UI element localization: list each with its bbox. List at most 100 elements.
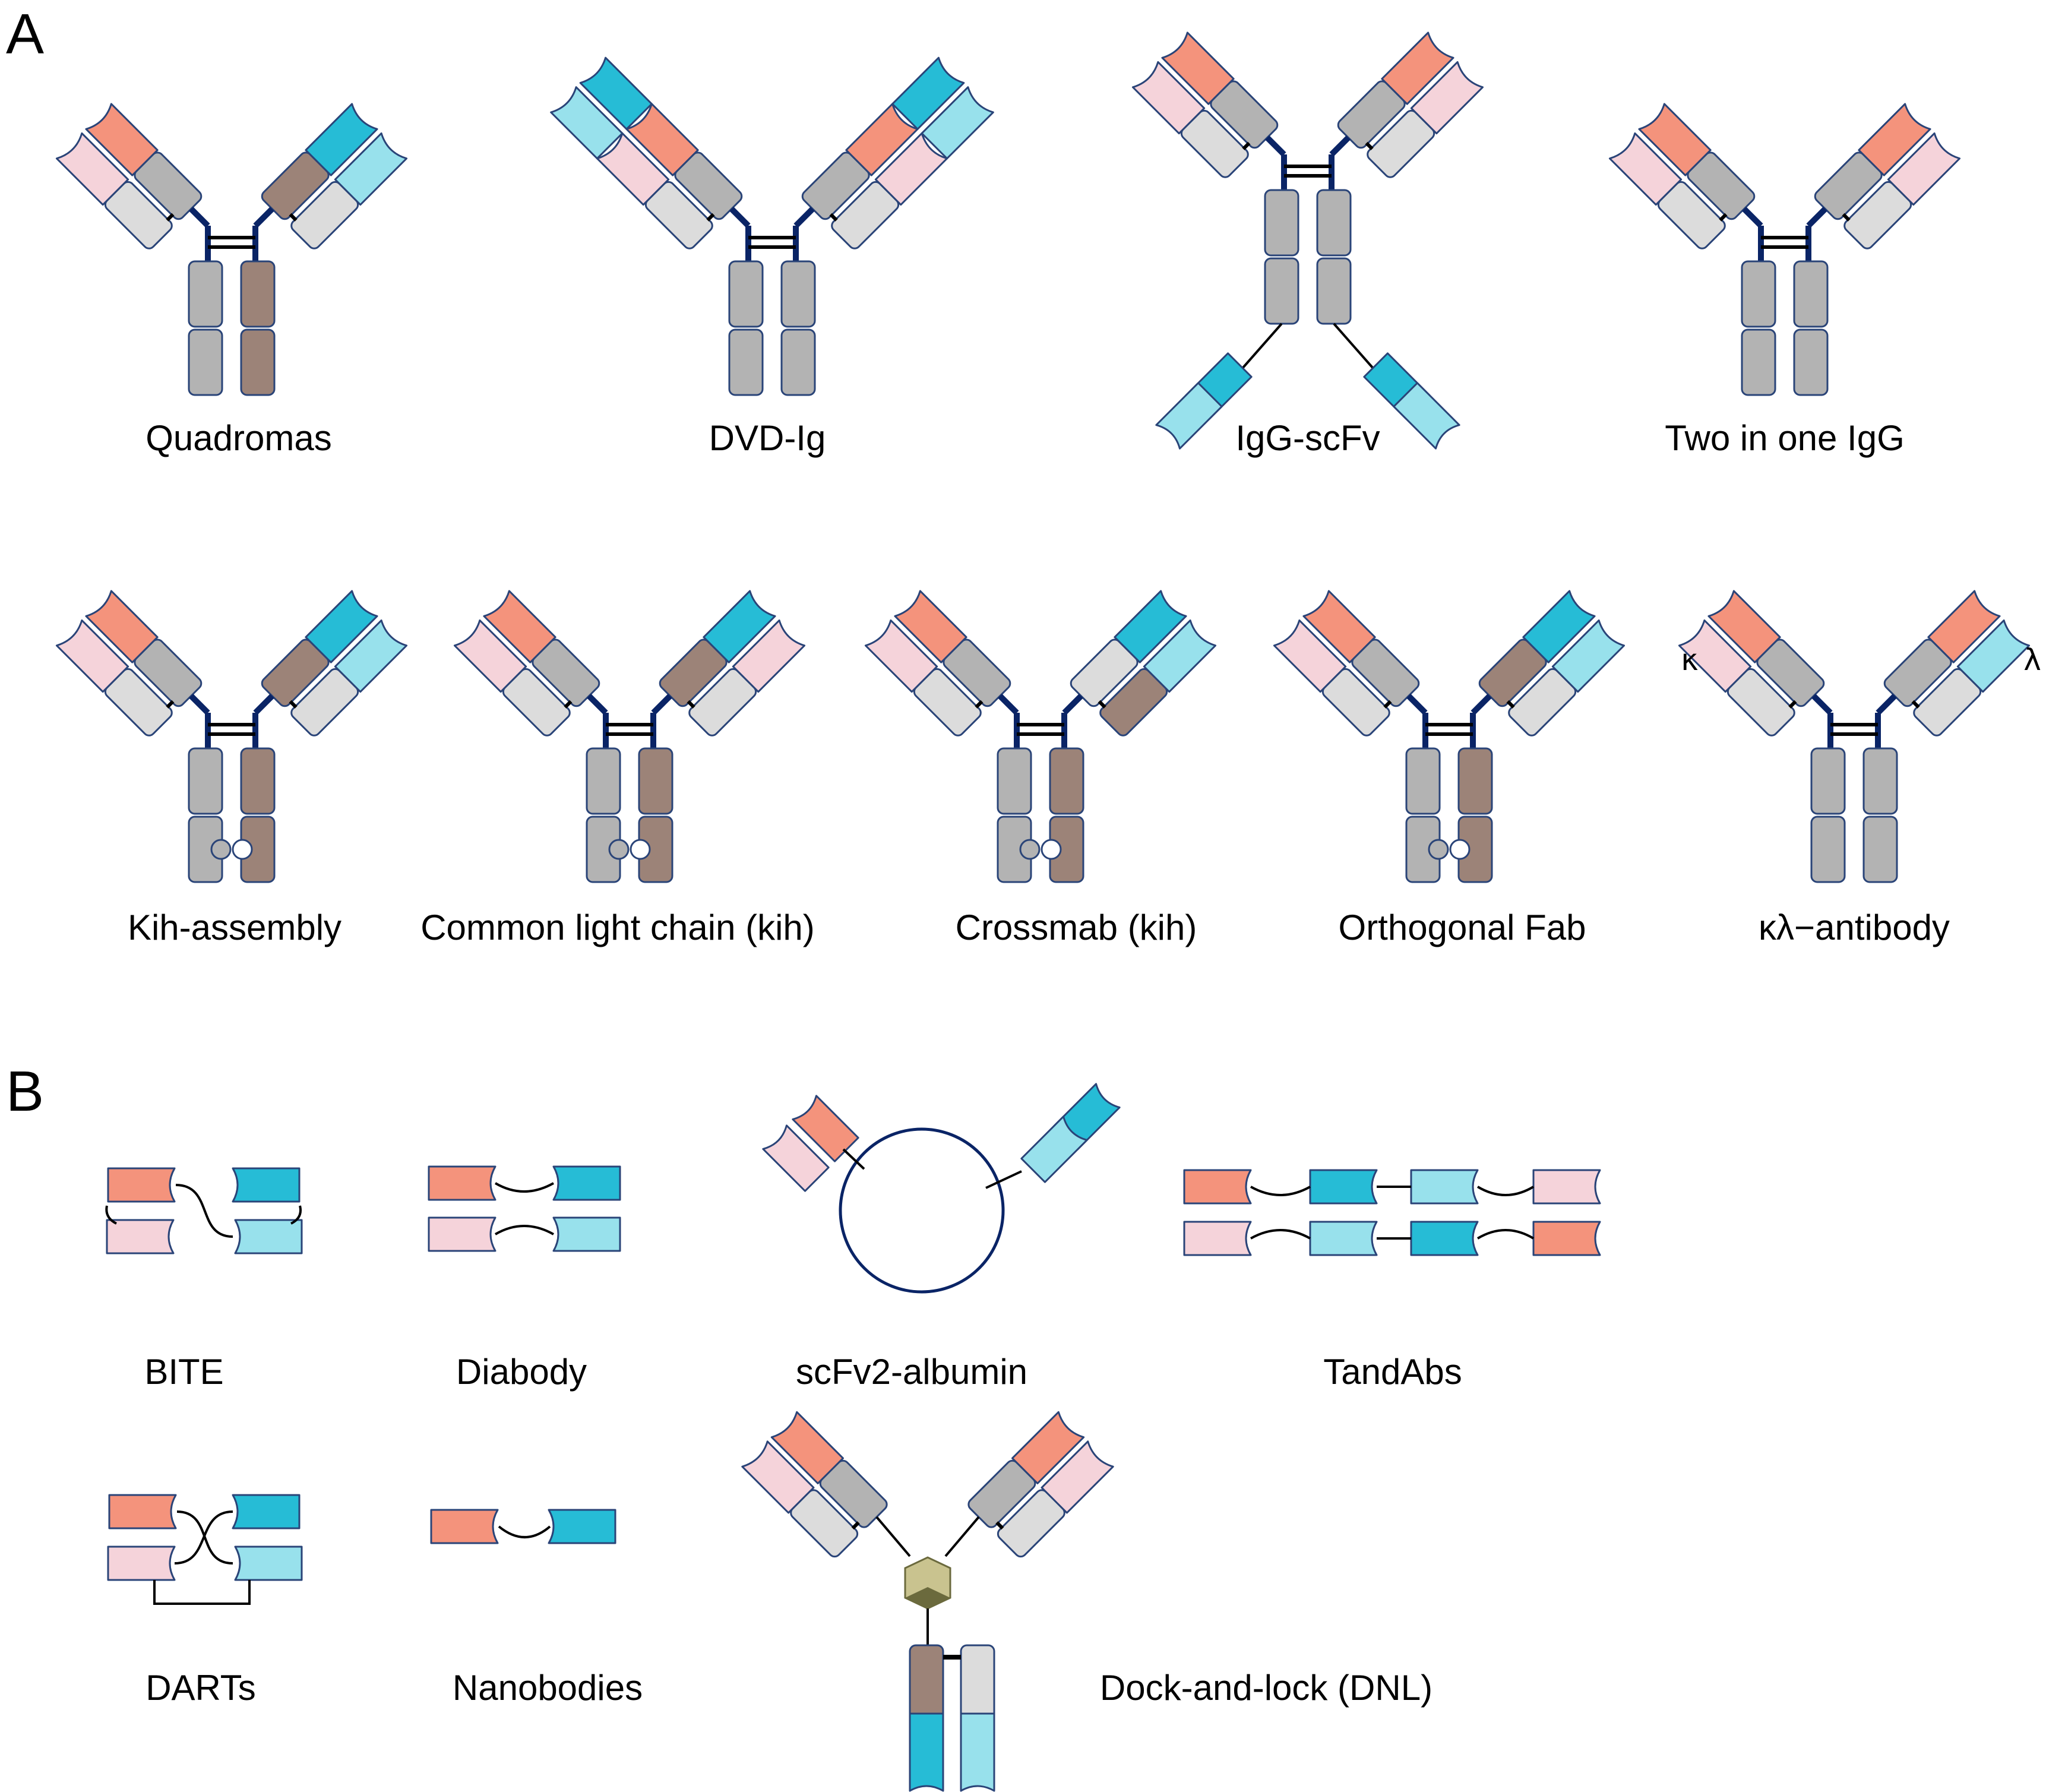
vl-domain: [234, 1219, 303, 1254]
panel-label-b: B: [6, 1060, 44, 1123]
vl-domain: [1678, 619, 1752, 693]
vh-domain: [305, 103, 378, 176]
interchain-bond: [851, 1521, 860, 1530]
darts-diagram: [107, 1494, 303, 1605]
nanobodies-diagram: [430, 1509, 616, 1544]
ch2-domain: [780, 260, 816, 328]
tandab-domain: [1309, 1169, 1378, 1205]
vh-domain: [85, 590, 159, 663]
ch2-domain: [1862, 747, 1898, 815]
ch2-domain: [188, 260, 223, 328]
hole: [1041, 839, 1062, 860]
outer-vl-domain: [550, 86, 624, 160]
format-label-common-light-chain: Common light chain (kih): [420, 908, 815, 947]
interchain-bond: [829, 213, 838, 222]
vh-domain: [770, 1411, 844, 1484]
albumin-circle: [839, 1127, 1005, 1294]
format-label-kih-assembly: Kih-assembly: [128, 908, 341, 947]
vh-domain: [1927, 590, 2001, 663]
outer-vh-domain: [579, 56, 653, 130]
dnl-linker: [944, 1516, 980, 1557]
fab-arm-left: [55, 103, 211, 261]
fab-arm-left: [1273, 590, 1428, 748]
ch3-domain: [1862, 816, 1898, 883]
hinge: [1406, 694, 1428, 748]
format-label-diabody: Diabody: [456, 1352, 587, 1392]
hole: [232, 839, 253, 860]
ch3-domain: [728, 328, 764, 396]
interchain-bond: [166, 700, 175, 709]
hinge: [998, 694, 1020, 748]
interchain-bond: [975, 700, 984, 709]
vl-domain: [334, 619, 408, 693]
interchain-bond: [1788, 700, 1797, 709]
knob: [1428, 839, 1449, 860]
bite-diagram: [105, 1167, 303, 1254]
interchain-bond: [289, 213, 298, 222]
light-fragment-domain: [960, 1644, 995, 1724]
ch3-domain: [1264, 257, 1299, 325]
linker-curve: [1250, 1186, 1311, 1196]
scfv2-albumin-diagram: [762, 1083, 1121, 1294]
vl-domain: [106, 1219, 175, 1254]
kappa-lambda-antibody-diagram: [1678, 590, 2031, 883]
hole: [630, 839, 651, 860]
hinge: [252, 694, 274, 748]
vh-domain: [1302, 590, 1376, 663]
interchain-bond: [1719, 213, 1728, 222]
hinge: [793, 207, 815, 261]
vl-domain: [453, 619, 527, 693]
dart-disulfide: [153, 1580, 251, 1605]
kappa-chain-label: κ: [1681, 643, 1698, 677]
vl-domain: [552, 1216, 621, 1252]
ch2-domain: [1405, 747, 1441, 815]
lambda-chain-label: λ: [2023, 643, 2041, 677]
panel-label-a: A: [6, 2, 44, 66]
vh-domain: [792, 1095, 859, 1162]
vl-domain: [1608, 132, 1683, 206]
linker-curve: [494, 1225, 554, 1235]
vh-domain: [1522, 590, 1596, 663]
vh-domain: [1858, 103, 1931, 176]
ch2-domain: [240, 747, 276, 815]
linker-curve: [1476, 1186, 1535, 1196]
ch2-domain: [240, 260, 276, 328]
tandab-domain: [1532, 1169, 1601, 1205]
hinge: [729, 207, 751, 261]
fab-arm-left: [55, 590, 211, 748]
ch2-domain: [1793, 260, 1829, 328]
crossmab-diagram: [864, 590, 1217, 883]
hinge: [1811, 694, 1833, 748]
format-label-scfv2-albumin: scFv2-albumin: [796, 1352, 1027, 1392]
linker-curve: [498, 1525, 551, 1538]
vh-domain: [703, 590, 776, 663]
vl-domain: [762, 1124, 830, 1192]
outer-vl-domain: [921, 86, 994, 160]
format-label-darts: DARTs: [146, 1668, 256, 1708]
ch2-domain: [1264, 189, 1299, 257]
hinge: [1265, 135, 1287, 190]
vh-domain: [552, 1165, 621, 1201]
fab-arm-left: [1678, 590, 1833, 748]
interchain-bond: [1506, 700, 1515, 709]
vl-domain: [234, 1546, 303, 1581]
format-label-kappa-lambda-antibody: κλ−antibody: [1759, 908, 1950, 947]
vl-domain: [1131, 61, 1206, 135]
vl-domain: [864, 619, 938, 693]
vh-domain: [232, 1494, 301, 1529]
tandab-domain: [1309, 1221, 1378, 1256]
format-label-igg-scfv: IgG-scFv: [1235, 418, 1380, 458]
dock-module-shade: [905, 1587, 950, 1608]
linker-curve: [290, 1205, 302, 1225]
diabody-diagram: [428, 1165, 621, 1252]
vl-domain: [960, 1712, 995, 1792]
ch3-domain: [1793, 328, 1829, 396]
two-in-one-igg-diagram: [1608, 103, 1961, 396]
heavy-fragment-domain: [909, 1644, 944, 1724]
linker-curve: [1476, 1229, 1535, 1240]
hinge: [1805, 207, 1827, 261]
format-label-tandabs: TandAbs: [1323, 1352, 1462, 1392]
interchain-bond: [1911, 700, 1920, 709]
fab-arm-left: [1608, 103, 1764, 261]
ch2-domain: [638, 747, 673, 815]
